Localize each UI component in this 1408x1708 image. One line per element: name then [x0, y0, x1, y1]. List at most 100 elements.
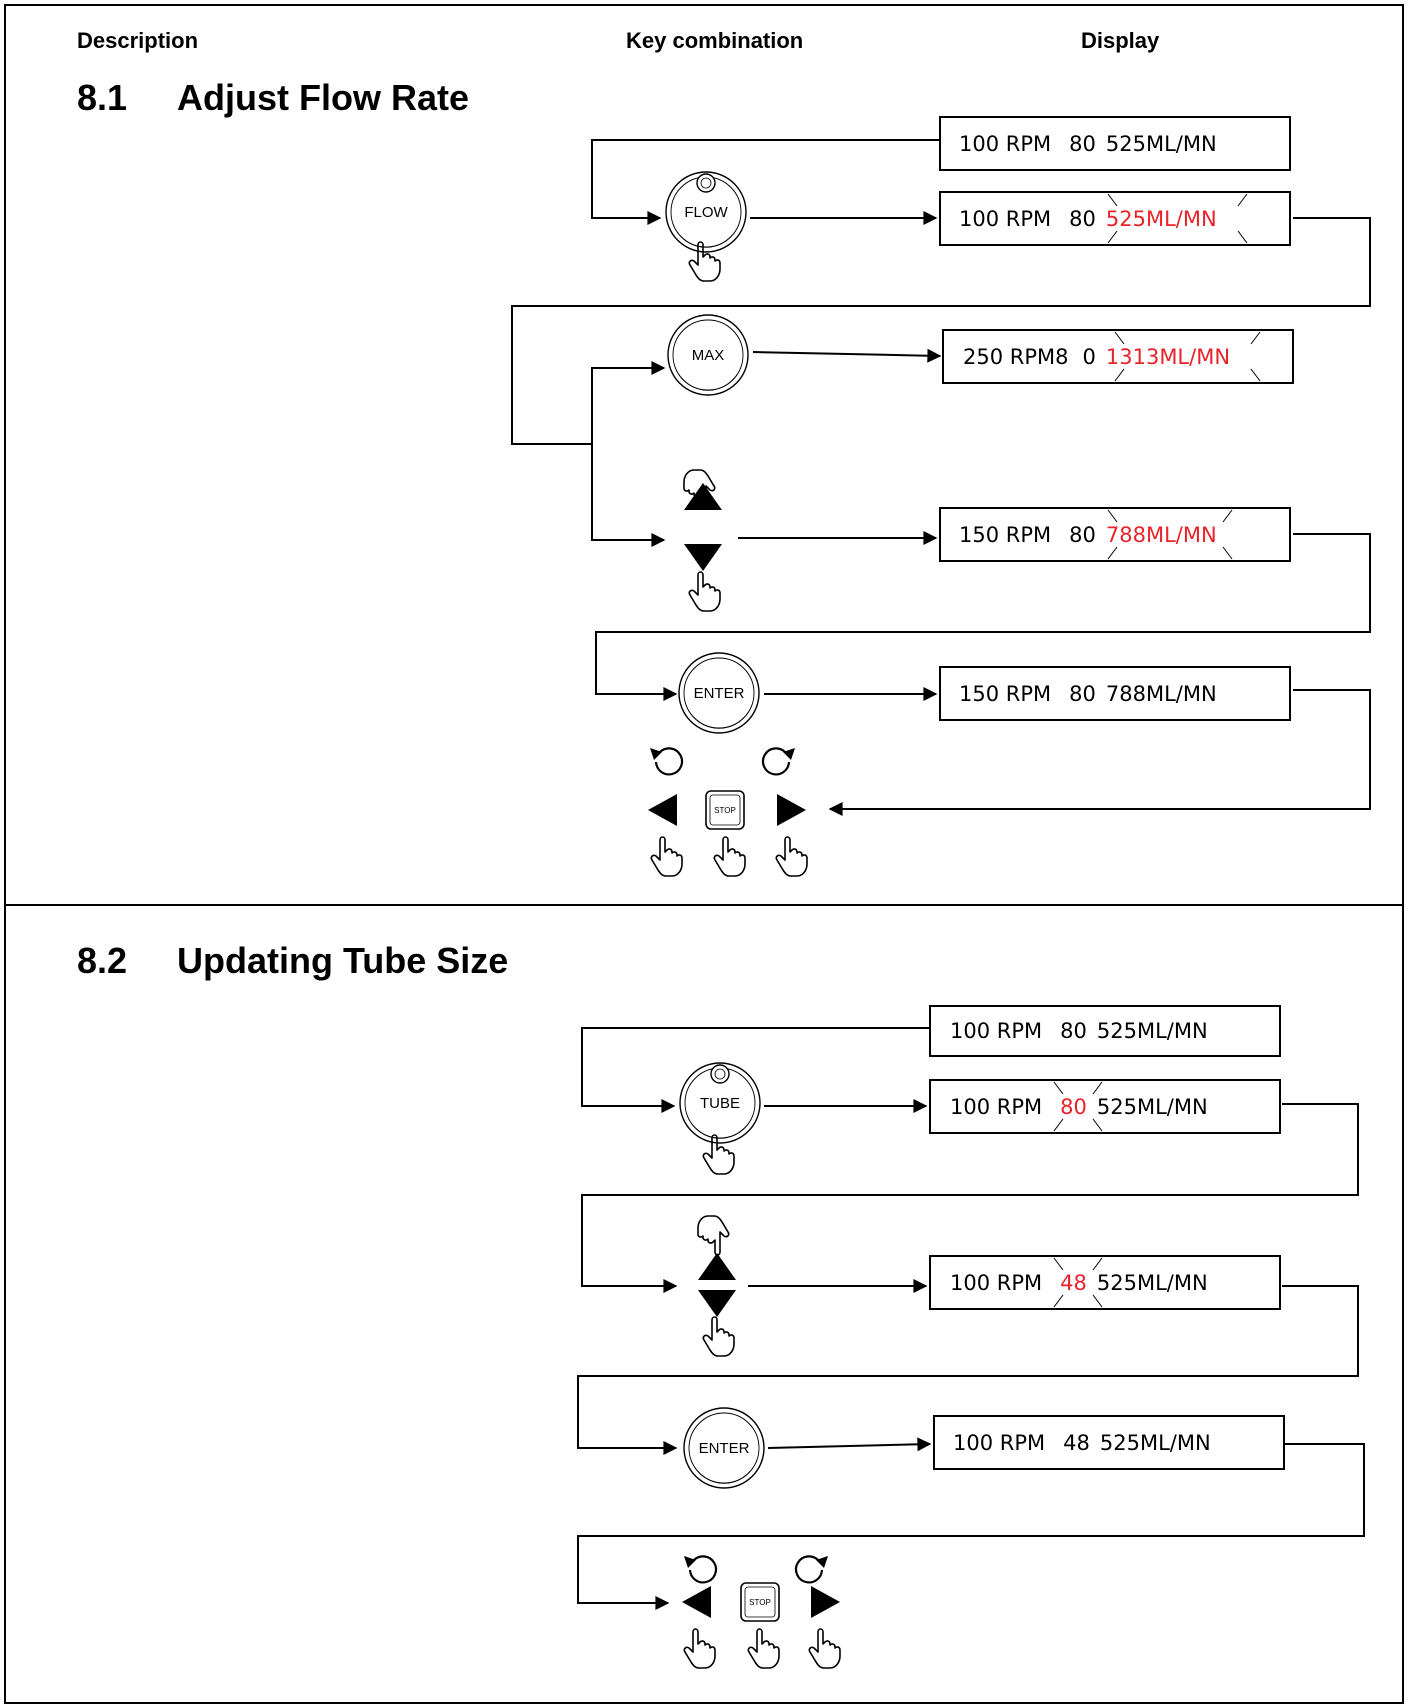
display-flow: 788ML/MN [1106, 682, 1217, 706]
lcd-display: 150 RPM 80 788ML/MN [939, 507, 1291, 562]
display-tube-size: 80 [1060, 1019, 1087, 1043]
enter-key-button[interactable]: ENTER [678, 652, 760, 734]
lcd-display: 100 RPM 48 525ML/MN [933, 1415, 1285, 1470]
section-title: Adjust Flow Rate [177, 77, 470, 118]
display-flow: 525ML/MN [1106, 132, 1217, 156]
column-header-display: Display [1081, 28, 1160, 53]
outer-frame [4, 4, 1404, 1704]
display-flow: 525ML/MN [1097, 1019, 1208, 1043]
hand-press-icon [688, 241, 721, 282]
display-tube-size: 80 [1069, 682, 1096, 706]
key-led-icon [696, 173, 716, 193]
blink-indicator [1107, 509, 1233, 560]
max-key-label: MAX [692, 347, 725, 364]
display-tube-size: 48 [1063, 1431, 1090, 1455]
rotate-clockwise-icon [761, 747, 791, 776]
down-arrow-icon[interactable] [698, 1290, 736, 1317]
display-rpm: 100 RPM [950, 1271, 1042, 1295]
right-arrow-icon[interactable] [811, 1586, 840, 1618]
hand-press-icon [697, 1215, 730, 1256]
down-arrow-icon[interactable] [684, 544, 722, 571]
enter-key-button[interactable]: ENTER [683, 1407, 765, 1489]
stop-key-button[interactable]: STOP [740, 1582, 780, 1622]
flow-key-label: FLOW [684, 204, 728, 221]
hand-press-icon [713, 836, 746, 877]
right-arrow-icon[interactable] [777, 794, 806, 826]
stop-key-button[interactable]: STOP [705, 790, 745, 830]
enter-key-label: ENTER [694, 685, 745, 702]
display-tube-size: 80 [1069, 207, 1096, 231]
lcd-display: 100 RPM 80 525ML/MN [939, 116, 1291, 171]
display-tube-size: 0 [1083, 345, 1096, 369]
display-rpm: 150 RPM [959, 523, 1051, 547]
hand-press-icon [688, 571, 721, 612]
hand-press-icon [702, 1316, 735, 1357]
blink-indicator [1053, 1081, 1103, 1132]
hand-press-icon [747, 1628, 780, 1669]
display-tube-size: 80 [1069, 132, 1096, 156]
display-flow-blinking: 525ML/MN [1106, 207, 1217, 231]
enter-key-label: ENTER [699, 1440, 750, 1457]
stop-key-label: STOP [714, 806, 736, 815]
rotate-counterclockwise-icon [688, 1555, 718, 1584]
blink-indicator [1114, 331, 1261, 382]
left-arrow-icon[interactable] [682, 1586, 711, 1618]
max-key-button[interactable]: MAX [667, 314, 749, 396]
display-flow-blinking: 1313ML/MN [1106, 345, 1230, 369]
display-rpm: 100 RPM [950, 1095, 1042, 1119]
up-arrow-icon[interactable] [684, 483, 722, 510]
flow-key-button[interactable]: FLOW [665, 171, 747, 253]
column-header-description: Description [77, 28, 199, 53]
display-flow-blinking: 788ML/MN [1106, 523, 1217, 547]
rotate-counterclockwise-icon [654, 747, 684, 776]
flow-connectors-8-2 [577, 1027, 1365, 1610]
hand-press-icon [650, 836, 683, 877]
display-rpm: 100 RPM [953, 1431, 1045, 1455]
section-title: Updating Tube Size [177, 940, 509, 981]
hand-press-icon [808, 1628, 841, 1669]
lcd-display: 150 RPM 80 788ML/MN [939, 666, 1291, 721]
display-flow: 525ML/MN [1097, 1271, 1208, 1295]
column-header-key-combination: Key combination [626, 28, 804, 53]
blink-indicator [1053, 1257, 1103, 1308]
tube-key-button[interactable]: TUBE [679, 1062, 761, 1144]
section-heading-updating-tube-size: 8.2 Updating Tube Size [77, 940, 508, 982]
key-led-icon [710, 1064, 730, 1084]
direction-control-cluster: STOP [682, 1555, 841, 1669]
display-tube-size-blinking: 48 [1060, 1271, 1087, 1295]
display-flow: 525ML/MN [1100, 1431, 1211, 1455]
direction-control-cluster: STOP [648, 747, 808, 877]
display-rpm: 150 RPM [959, 682, 1051, 706]
lcd-display: 100 RPM 80 525ML/MN [939, 191, 1291, 246]
display-rpm: 100 RPM [959, 132, 1051, 156]
up-arrow-icon[interactable] [698, 1253, 736, 1280]
stop-key-label: STOP [749, 1598, 771, 1607]
section-number: 8.2 [77, 940, 128, 981]
display-rpm: 100 RPM [959, 207, 1051, 231]
hand-press-icon [683, 1628, 716, 1669]
tube-key-label: TUBE [700, 1095, 740, 1112]
section-heading-adjust-flow-rate: 8.1 Adjust Flow Rate [77, 77, 469, 119]
lcd-display: 250 RPM8 0 1313ML/MN [942, 329, 1294, 384]
left-arrow-icon[interactable] [648, 794, 677, 826]
blink-indicator [1107, 193, 1248, 244]
flow-connectors-8-1 [511, 139, 1371, 816]
display-tube-size: 80 [1069, 523, 1096, 547]
section-number: 8.1 [77, 77, 128, 118]
rotate-clockwise-icon [794, 1555, 824, 1584]
display-rpm: 250 RPM8 [963, 345, 1069, 369]
lcd-display: 100 RPM 48 525ML/MN [929, 1255, 1281, 1310]
